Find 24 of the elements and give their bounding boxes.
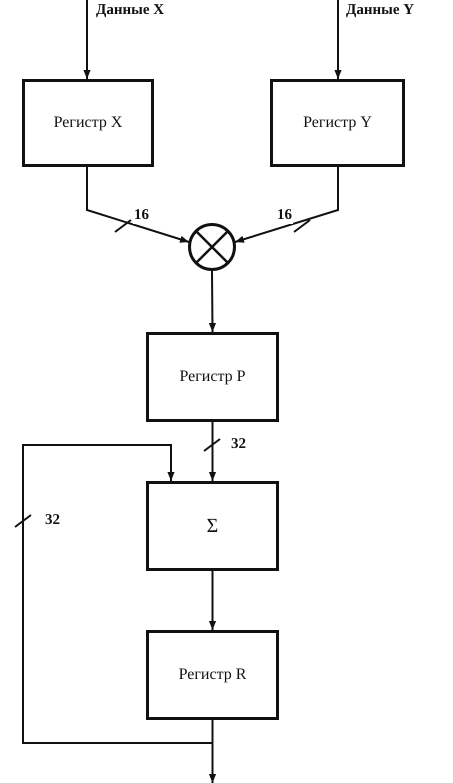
arrow (334, 0, 342, 79)
register-box (146, 630, 279, 720)
register-box (270, 79, 405, 167)
register-label: Регистр P (179, 368, 246, 386)
register-label: Σ (206, 514, 218, 538)
register-label: Регистр X (54, 114, 122, 132)
arrow (83, 0, 91, 79)
bus-width-label: 16 (133, 207, 150, 224)
register-box (22, 79, 154, 167)
arrow (208, 422, 216, 481)
arrow (208, 571, 216, 630)
register-box (146, 332, 279, 422)
arrow (22, 444, 214, 744)
input-label: Данные Y (345, 2, 416, 19)
register-box (146, 481, 279, 571)
bus-width-label: 16 (276, 207, 293, 224)
arrow (234, 167, 339, 243)
input-label: Данные X (95, 2, 166, 19)
arrow (208, 720, 216, 783)
arrow (86, 167, 190, 243)
register-label: Регистр Y (303, 114, 372, 132)
arrow (208, 271, 216, 332)
multiplier-circle (188, 223, 236, 271)
register-label: Регистр R (178, 666, 246, 684)
